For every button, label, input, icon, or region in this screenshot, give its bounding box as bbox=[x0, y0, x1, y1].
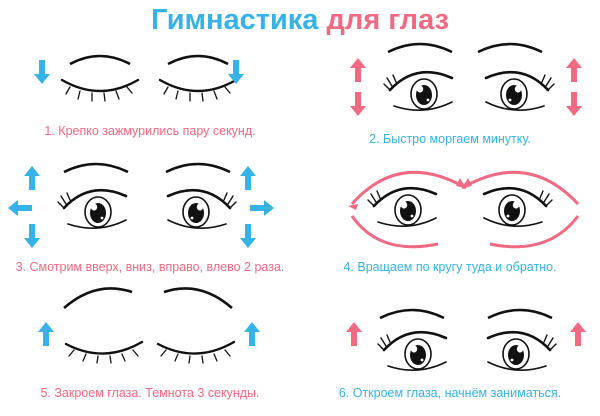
exercise-5-art bbox=[38, 287, 260, 365]
title-part-1: Гимнастика bbox=[150, 4, 319, 36]
arrow-down-icon bbox=[24, 224, 40, 248]
arrow-right-icon bbox=[250, 200, 274, 216]
arrow-up-icon bbox=[566, 58, 582, 82]
exercise-5-caption: 5. Закроем глаза. Темнота 3 секунды. bbox=[40, 386, 260, 400]
arrow-up-icon bbox=[38, 322, 54, 346]
arrow-down-icon bbox=[240, 224, 256, 248]
arrow-up-icon bbox=[346, 322, 362, 346]
exercise-4-caption: 4. Вращаем по кругу туда и обратно. bbox=[343, 260, 557, 274]
exercise-2-art bbox=[350, 42, 582, 116]
arrow-down-icon bbox=[34, 60, 50, 84]
exercise-4-art bbox=[348, 170, 580, 249]
arrow-left-icon bbox=[8, 200, 32, 216]
title-part-2: для глаз bbox=[326, 4, 450, 36]
exercise-2-caption: 2. Быстро моргаем минутку. bbox=[369, 132, 531, 146]
exercise-6-caption: 6. Откроем глаза, начнём заниматься. bbox=[338, 386, 562, 400]
exercise-1-caption: 1. Крепко зажмурились пару секунд. bbox=[44, 124, 256, 138]
exercise-1-art bbox=[34, 54, 244, 103]
arrow-up-icon bbox=[240, 166, 256, 190]
arrow-up-icon bbox=[350, 58, 366, 82]
arrow-down-icon bbox=[350, 92, 366, 116]
arrow-up-icon bbox=[24, 166, 40, 190]
page-title: Гимнастика для глаз bbox=[0, 0, 600, 40]
exercise-6-art bbox=[346, 308, 586, 372]
arrow-down-icon bbox=[228, 60, 244, 84]
exercise-3-caption: 3. Смотрим вверх, вниз, вправо, влево 2 … bbox=[15, 260, 285, 274]
arrow-down-icon bbox=[566, 92, 582, 116]
arrow-up-icon bbox=[570, 322, 586, 346]
exercise-3-art bbox=[8, 162, 274, 248]
arrow-up-icon bbox=[244, 322, 260, 346]
